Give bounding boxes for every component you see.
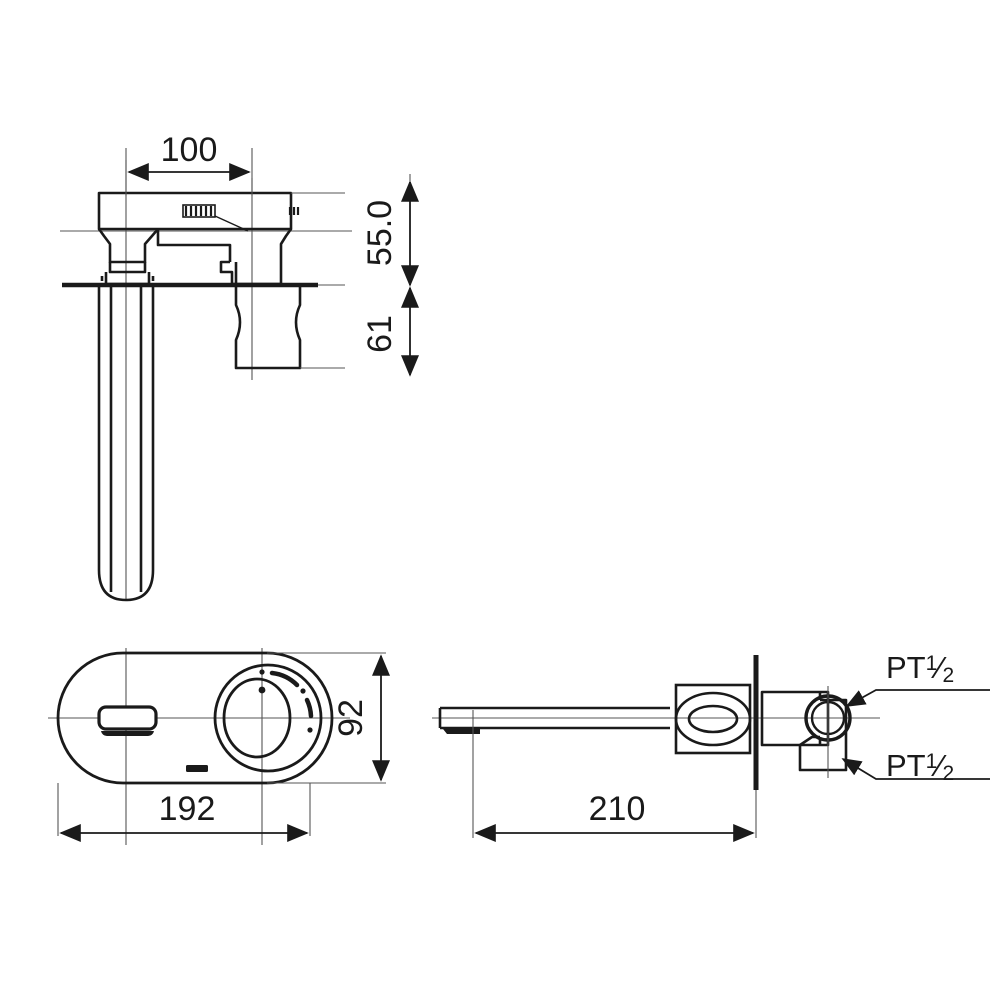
dimension-210-label: 210 — [589, 790, 646, 828]
spout-tube — [97, 285, 155, 602]
handle-side-outer — [674, 691, 752, 747]
pt-numerator-upper: 1 — [926, 652, 938, 675]
dimension-192-label: 192 — [159, 790, 216, 828]
callout-pt-half-lower-label: PT1⁄2 — [886, 748, 954, 785]
pt-denominator-lower: 2 — [943, 762, 955, 785]
dimension-210-group: 210 — [474, 790, 757, 842]
side-spout-arm — [438, 706, 670, 730]
callout-pt-half-lower-group: PT1⁄2 — [841, 748, 990, 785]
pt-denominator-upper: 2 — [943, 664, 955, 687]
pt-numerator-lower: 1 — [926, 750, 938, 773]
callout-pt-half-upper-group: PT1⁄2 — [845, 650, 990, 707]
faucet-body-outline — [97, 191, 293, 286]
dimension-55-group: 55.0 — [361, 174, 419, 287]
pt-prefix-lower: PT — [886, 748, 926, 783]
top-view-centerlines — [60, 160, 352, 600]
brand-mark — [186, 765, 208, 772]
handle-stem — [234, 285, 302, 370]
callout-pt-half-upper-label: PT1⁄2 — [886, 650, 954, 687]
dimension-92-group: 92 — [332, 654, 390, 782]
handle-side-inner — [687, 704, 739, 734]
lever-slope-line — [214, 215, 249, 232]
dimension-61-label: 61 — [361, 315, 399, 353]
spout-outlet — [97, 705, 158, 737]
dimension-192-group: 192 — [59, 790, 309, 842]
dimension-55-label: 55.0 — [361, 200, 399, 266]
knurl-marks — [182, 204, 216, 218]
pt-prefix-upper: PT — [886, 650, 926, 685]
front-view-extension-lines — [57, 652, 386, 836]
knurl-marks-right — [288, 207, 300, 215]
side-view-group: PT1⁄2 PT1⁄2 210 — [432, 650, 990, 842]
top-view-group: 100 55.0 61 — [60, 131, 419, 602]
front-view-group: 192 92 — [48, 648, 390, 845]
temperature-indicator-marks — [258, 669, 314, 733]
dimension-100-group: 100 — [125, 131, 253, 196]
handle-outer-circle — [213, 663, 323, 773]
dimension-100-label: 100 — [161, 131, 218, 169]
handle-inner-ellipse — [222, 677, 292, 759]
dimension-92-label: 92 — [332, 699, 370, 737]
handle-housing-block — [674, 683, 752, 755]
dimension-61-group: 61 — [361, 286, 419, 377]
spout-aerator — [443, 729, 480, 734]
